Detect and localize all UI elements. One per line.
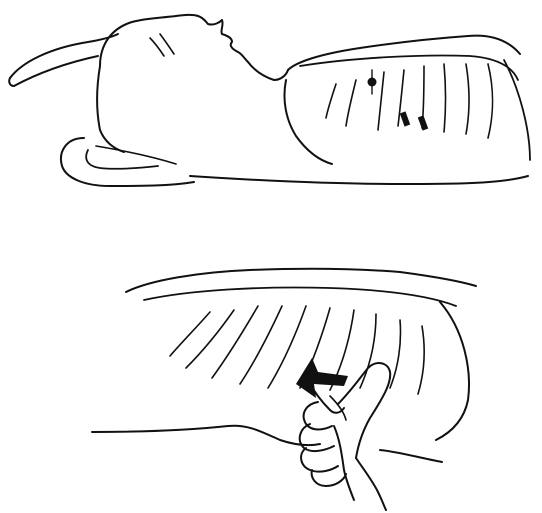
- chest-contour: [300, 55, 518, 80]
- palm-edge: [334, 426, 354, 500]
- bar-marker: [418, 115, 428, 130]
- elbow-outline: [97, 66, 124, 152]
- lower-torso-side: [436, 302, 469, 440]
- torso-side: [504, 60, 530, 160]
- raised-arm-inner: [14, 56, 98, 86]
- shoulder-contour: [284, 80, 332, 164]
- face-profile: [198, 16, 248, 62]
- rib-lines: [326, 64, 493, 138]
- lower-torso-bottom: [92, 426, 320, 446]
- arm-end: [9, 78, 14, 86]
- lower-torso-right-bottom: [380, 450, 442, 462]
- tucked-hand-outline: [61, 138, 194, 186]
- torso-top: [288, 36, 520, 70]
- wrist-line: [356, 458, 386, 510]
- tucked-hand-inner: [86, 150, 158, 169]
- tucked-hand-crease: [96, 146, 176, 164]
- hair-strands: [150, 34, 174, 56]
- lower-torso-top-inner: [144, 288, 456, 307]
- lower-rib-lines: [170, 306, 424, 394]
- bar-marker: [400, 111, 410, 126]
- neck: [248, 62, 288, 80]
- lower-torso-top: [126, 269, 476, 292]
- bottom-panel-palpation: [92, 269, 476, 510]
- top-panel-reclining-figure: [9, 15, 530, 186]
- torso-bottom: [190, 176, 528, 184]
- head-outline: [100, 15, 198, 66]
